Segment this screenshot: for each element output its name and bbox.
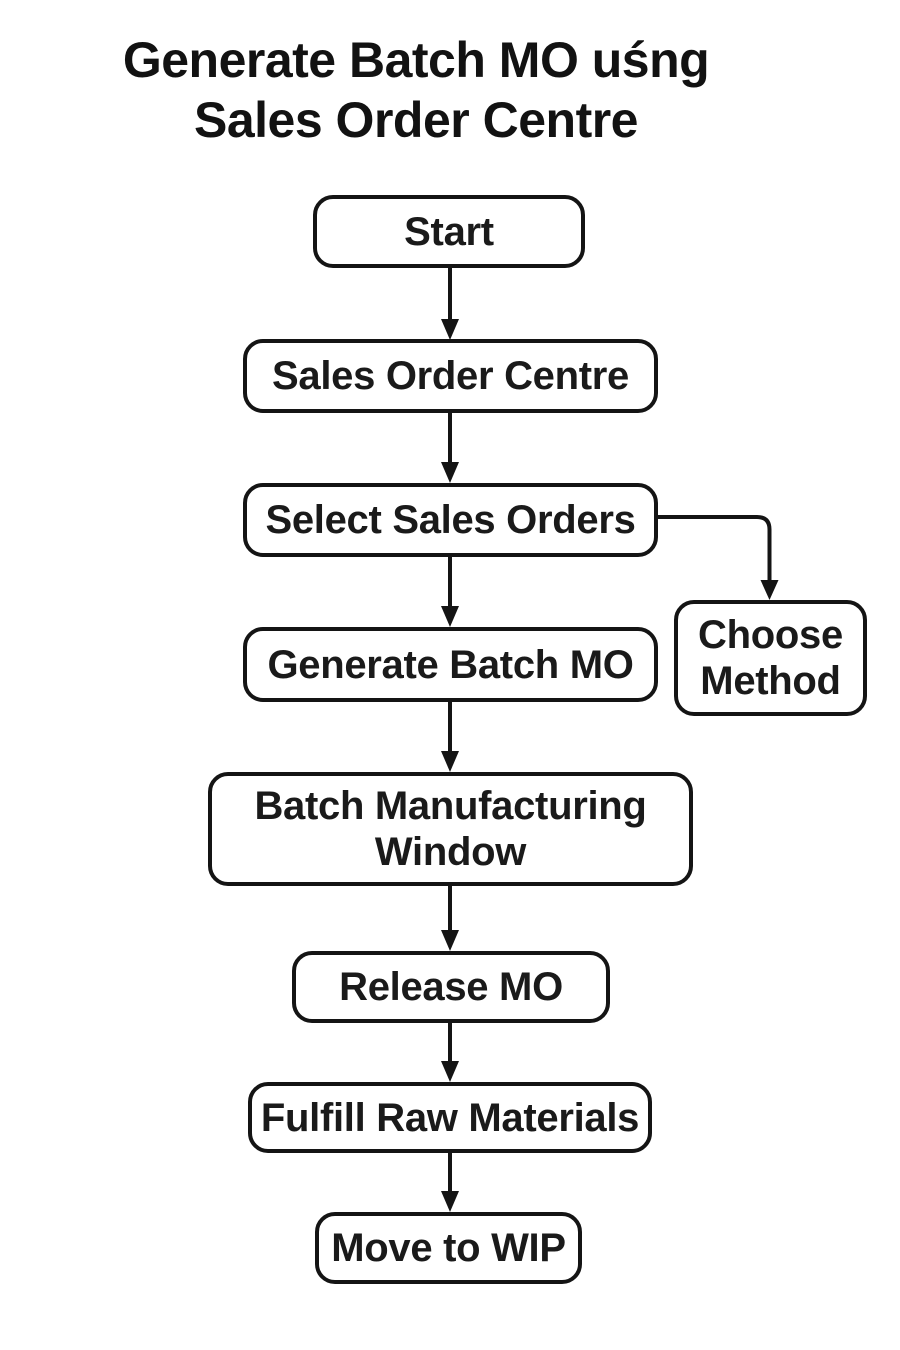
edge-fulfill-raw-materials-to-move-to-wip — [441, 1153, 459, 1212]
node-release-mo: Release MO — [292, 951, 610, 1023]
node-choose-method: Choose Method — [674, 600, 867, 716]
diagram-title-line1: Generate Batch MO uśng — [122, 32, 710, 88]
node-batch-manufacturing-window: Batch Manufacturing Window — [208, 772, 693, 886]
edge-generate-batch-mo-to-batch-manufacturing-window — [441, 702, 459, 772]
node-sales-order-centre: Sales Order Centre — [243, 339, 658, 413]
node-fulfill-raw-materials: Fulfill Raw Materials — [248, 1082, 652, 1153]
edge-batch-manufacturing-window-to-release-mo — [441, 886, 459, 951]
diagram-title-line2: Sales Order Centre — [194, 92, 638, 148]
node-move-to-wip: Move to WIP — [315, 1212, 582, 1284]
edge-release-mo-to-fulfill-raw-materials — [441, 1023, 459, 1082]
node-generate-batch-mo: Generate Batch MO — [243, 627, 658, 702]
diagram-title: Generate Batch MO uśng Sales Order Centr… — [0, 30, 832, 150]
edge-start-to-sales-order-centre — [441, 268, 459, 340]
edge-select-sales-orders-to-generate-batch-mo — [441, 557, 459, 627]
node-select-sales-orders: Select Sales Orders — [243, 483, 658, 557]
edge-select-sales-orders-to-choose-method — [658, 515, 779, 600]
edge-sales-order-centre-to-select-sales-orders — [441, 413, 459, 483]
node-start: Start — [313, 195, 585, 268]
